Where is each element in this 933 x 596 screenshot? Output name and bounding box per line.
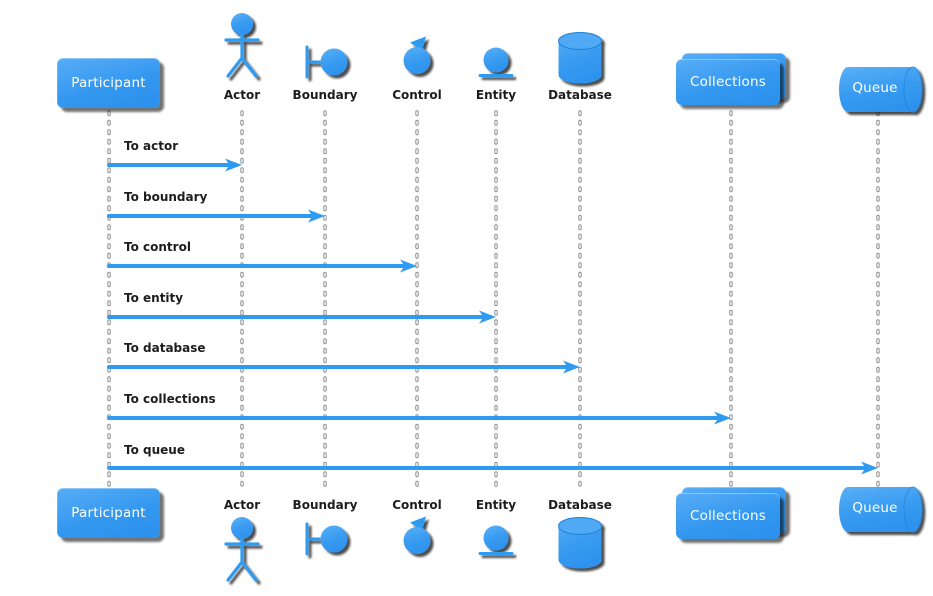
message-arrow	[107, 209, 325, 223]
message-label: To boundary	[124, 190, 208, 204]
database-icon	[558, 32, 602, 84]
entity-label-bottom: Entity	[475, 498, 517, 512]
database-icon	[558, 517, 602, 569]
control-label-bottom: Control	[392, 498, 442, 512]
message-arrow	[107, 411, 731, 425]
message-arrow	[107, 360, 580, 374]
entity-icon	[478, 47, 514, 77]
message-arrow	[107, 259, 417, 273]
message-label: To actor	[124, 139, 179, 153]
queue-box-bottom: Queue	[838, 484, 912, 532]
queue-icon	[839, 66, 923, 113]
control-icon	[403, 516, 431, 554]
collections-box-top: Collections	[676, 53, 786, 105]
collections-label: Collections	[689, 74, 766, 90]
message-arrow	[107, 310, 496, 324]
participant-box-top: Participant	[57, 58, 160, 108]
database-label-bottom: Database	[548, 498, 612, 512]
participant-box-bottom: Participant	[57, 488, 160, 538]
entity-label-top: Entity	[475, 88, 517, 102]
boundary-icon	[305, 45, 348, 79]
queue-icon	[839, 486, 923, 533]
actor-icon	[224, 517, 260, 582]
boundary-label-bottom: Boundary	[292, 498, 358, 512]
boundary-label-top: Boundary	[292, 88, 358, 102]
control-label-top: Control	[392, 88, 442, 102]
message-label: To queue	[124, 443, 185, 457]
message-label: To entity	[124, 291, 184, 305]
collections-front-layer: Collections	[676, 493, 780, 539]
queue-label: Queue	[852, 500, 898, 516]
participant-label: Participant	[71, 505, 146, 521]
collections-front-layer: Collections	[676, 59, 780, 105]
message-arrow	[107, 461, 878, 475]
queue-label: Queue	[852, 80, 898, 96]
message-label: To control	[124, 240, 191, 254]
actor-label-top: Actor	[223, 88, 261, 102]
collections-box-bottom: Collections	[676, 487, 786, 539]
actor-icon	[224, 13, 260, 78]
control-icon	[403, 36, 431, 74]
message-label: To database	[124, 341, 206, 355]
participant-label: Participant	[71, 75, 146, 91]
entity-icon	[478, 525, 514, 555]
message-arrow	[107, 158, 242, 172]
actor-label-bottom: Actor	[223, 498, 261, 512]
queue-box-top: Queue	[838, 64, 912, 112]
database-label-top: Database	[548, 88, 612, 102]
boundary-icon	[305, 522, 348, 556]
collections-label: Collections	[689, 508, 766, 524]
message-label: To collections	[124, 392, 216, 406]
